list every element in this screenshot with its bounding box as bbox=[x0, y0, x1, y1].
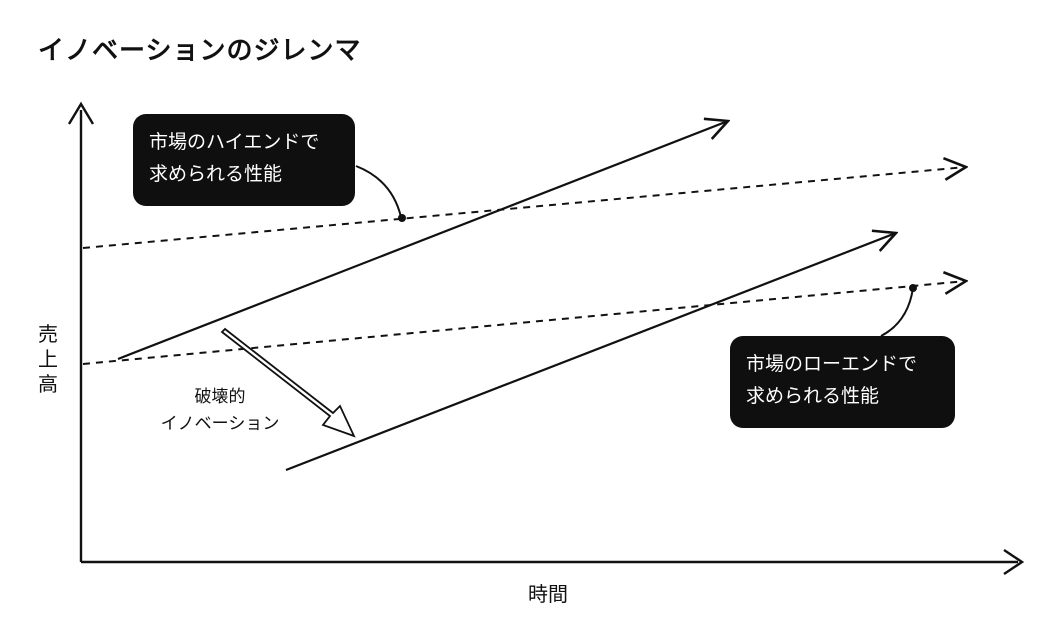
sustaining-technology-line bbox=[117, 121, 728, 361]
disruptive-innovation-label: 破壊的 イノベーション bbox=[150, 384, 290, 438]
high-end-demand-line bbox=[82, 167, 966, 249]
disruptive-innovation-label-line1: 破壊的 bbox=[194, 387, 246, 407]
low-end-callout-line1: 市場のローエンドで bbox=[746, 353, 918, 375]
low-end-callout-connector bbox=[880, 287, 914, 337]
high-end-callout-line1: 市場のハイエンドで bbox=[149, 131, 320, 153]
disruptive-technology-line bbox=[285, 233, 896, 472]
x-axis-arrowhead bbox=[1003, 549, 1025, 575]
y-axis-label-char: 売 bbox=[38, 322, 58, 346]
y-axis-label: 売 上 高 bbox=[36, 322, 60, 397]
low-end-callout-line2: 求められる性能 bbox=[746, 385, 880, 407]
disruptive-shift-arrow bbox=[220, 327, 356, 438]
high-end-callout-connector bbox=[355, 165, 402, 218]
high-end-callout-line2: 求められる性能 bbox=[149, 163, 283, 185]
low-end-callout-dot bbox=[909, 284, 917, 292]
low-end-demand-line bbox=[82, 281, 966, 365]
y-axis-arrowhead bbox=[67, 101, 95, 125]
diagram-title: イノベーションのジレンマ bbox=[38, 36, 362, 66]
y-axis-label-char: 上 bbox=[38, 347, 58, 371]
high-end-callout-dot bbox=[398, 214, 406, 222]
y-axis-label-char: 高 bbox=[38, 372, 58, 396]
x-axis-label: 時間 bbox=[528, 582, 568, 606]
high-end-callout: 市場のハイエンドで 求められる性能 bbox=[133, 114, 355, 206]
disruptive-innovation-label-line2: イノベーション bbox=[160, 414, 280, 434]
low-end-callout: 市場のローエンドで 求められる性能 bbox=[730, 336, 955, 428]
